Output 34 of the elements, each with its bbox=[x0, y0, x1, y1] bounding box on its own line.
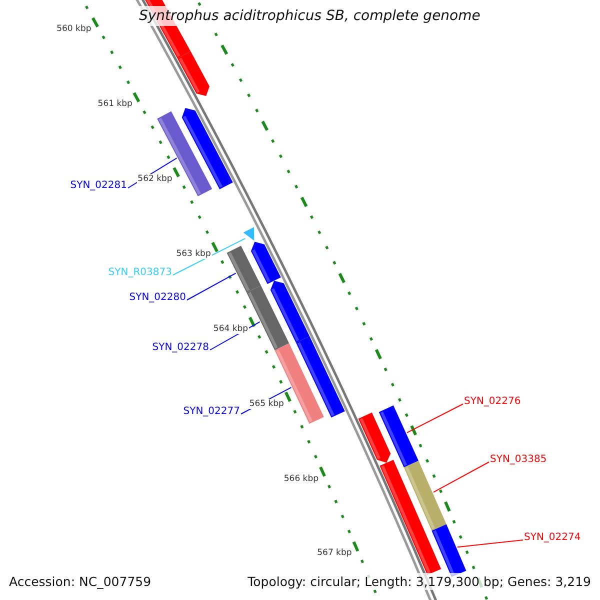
leader-line bbox=[433, 462, 490, 493]
scale-label: 561 kbp bbox=[96, 99, 134, 110]
scale-label: 560 kbp bbox=[56, 24, 92, 34]
scale-label: 565 kbp bbox=[248, 398, 285, 409]
gene-bar bbox=[358, 412, 391, 463]
leader-line bbox=[406, 404, 464, 434]
gene-bar bbox=[157, 111, 212, 196]
gene-label: SYN_02281 bbox=[70, 180, 127, 192]
gene-bar bbox=[404, 460, 446, 531]
gene-label: SYN_02280 bbox=[129, 292, 186, 304]
gene-bar bbox=[296, 336, 345, 418]
scale-label: 566 kbp bbox=[282, 474, 320, 484]
gene-label: SYN_02274 bbox=[524, 532, 581, 544]
leader-line bbox=[172, 238, 246, 276]
gene-bar bbox=[270, 280, 310, 343]
gene-label: SYN_03385 bbox=[490, 454, 547, 466]
gene-label: SYN_R03873 bbox=[108, 267, 172, 279]
scale-label: 563 kbp bbox=[175, 249, 212, 260]
scale-label: 567 kbp bbox=[316, 548, 353, 558]
gene-bar bbox=[251, 242, 281, 284]
gene-bar bbox=[246, 286, 290, 350]
gene-label: SYN_02277 bbox=[183, 406, 240, 418]
gene-bar bbox=[182, 108, 233, 190]
gene-bar bbox=[380, 460, 442, 575]
leader-line bbox=[186, 272, 236, 300]
scale-label: 564 kbp bbox=[212, 324, 250, 334]
scale-label: 562 kbp bbox=[136, 174, 174, 184]
gene-label: SYN_02278 bbox=[152, 342, 209, 354]
gene-label: SYN_02276 bbox=[464, 396, 521, 408]
gene-bar bbox=[177, 51, 210, 96]
gene-bar bbox=[378, 405, 418, 468]
leader-line bbox=[456, 540, 524, 548]
gene-marker bbox=[243, 227, 254, 241]
gene-bar bbox=[226, 246, 261, 293]
